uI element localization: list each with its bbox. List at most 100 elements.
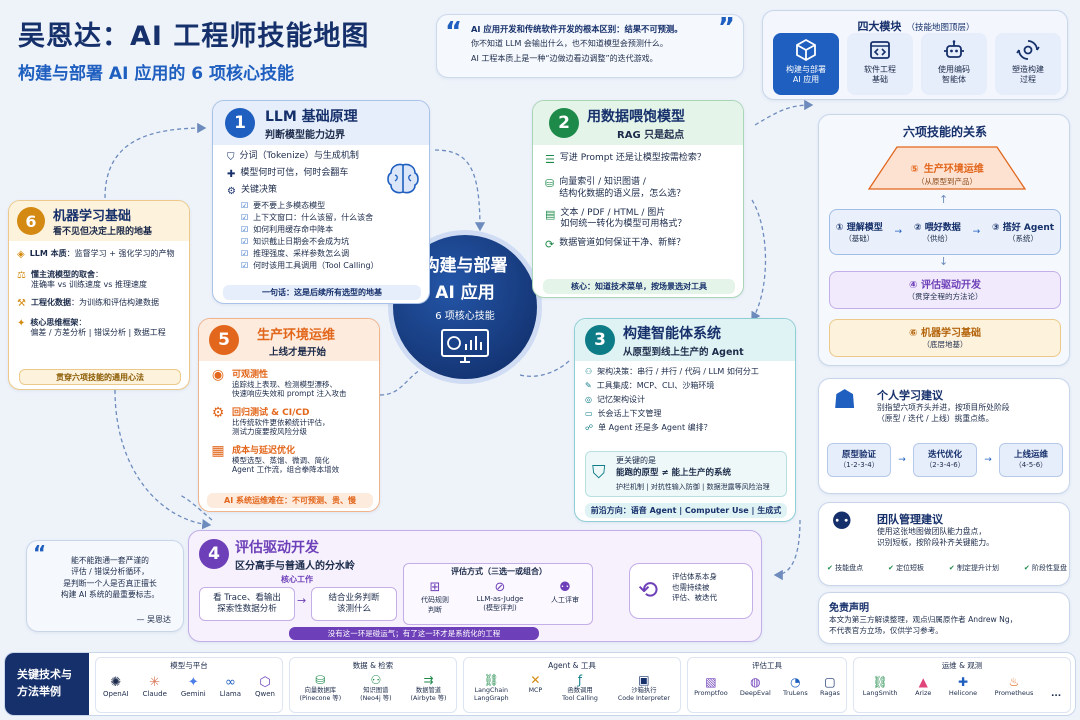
arrow-up-icon: ↑ — [939, 193, 949, 206]
tool-llama[interactable]: ∞Llama — [220, 675, 241, 698]
stage-label: 原型验证 — [841, 450, 876, 460]
tool-openai[interactable]: ✺OpenAI — [103, 675, 129, 698]
arize-logo-icon: ▲ — [918, 675, 928, 689]
memory-icon: ◎ — [585, 395, 592, 404]
regression-test-icon: ⚙ — [211, 404, 225, 421]
tool-name: Prometheus — [994, 689, 1034, 697]
tools-group-data: 数据 & 检索 ⛁向量数据库 (Pinecone 等) ⚇知识图谱 (Neo4j… — [289, 657, 457, 713]
rel-mid-num: ① — [835, 223, 844, 233]
rel-mid-row: ① 理解模型（基础） → ② 喂好数据（供给） → ③ 搭好 Agent（系统） — [829, 209, 1061, 255]
document-icon: ▤ — [545, 207, 556, 221]
helicone-logo-icon: ✚ — [957, 675, 969, 689]
tools-bar: 关键技术与 方法举例 模型与平台 ✺OpenAI ✳Claude ✦Gemini… — [4, 652, 1076, 716]
tool-name: 函数调用 Tool Calling — [562, 687, 598, 702]
tools-group-ops: 运维 & 观测 ⛓LangSmith ▲Arize ✚Helicone ♨Pro… — [853, 657, 1071, 713]
code-rule-icon: ⊞ — [429, 580, 441, 595]
top-quote-card: “ ” AI 应用开发和传统软件开发的根本区别：结果不可预测。 你不知道 LLM… — [436, 14, 744, 78]
tool-name: ... — [1050, 689, 1062, 699]
tool-promptfoo[interactable]: ▧Promptfoo — [694, 675, 728, 697]
rel-base-label: 机器学习基础 — [920, 328, 981, 339]
skill-2-item: 写进 Prompt 还是让模型按需检索？ — [559, 153, 706, 163]
module-coding-agent[interactable]: 使用编码 智能体 — [921, 33, 987, 95]
rel-top-sub: （从原型到产品） — [917, 177, 977, 186]
function-icon: ƒ — [577, 673, 583, 687]
skill-2-item: 向量索引 / 知识图谱 / 结构化数据的语义层，怎么选？ — [559, 177, 686, 199]
skill-1-item: 分词（Tokenize）与生成机制 — [239, 151, 359, 161]
relations-title: 六项技能的关系 — [902, 125, 987, 139]
tool-prometheus[interactable]: ♨Prometheus — [995, 675, 1034, 699]
tool-name: TruLens — [782, 689, 808, 697]
rel-top-num: ⑤ — [910, 164, 919, 175]
tool-langsmith[interactable]: ⛓LangSmith — [863, 675, 898, 699]
tool-deepeval[interactable]: ◍DeepEval — [740, 675, 771, 697]
quote-close-icon: ” — [717, 14, 735, 43]
personal-title: 个人学习建议 — [877, 389, 943, 402]
skill-2-footer: 核心：知道技术菜单，按场景选对工具 — [543, 279, 735, 294]
stage-iterate: 迭代优化（2-3-4-6） — [912, 443, 977, 477]
modules-panel: 四大模块 （技能地图顶层） 构建与部署 AI 应用 软件工程 基础 使用编码 智… — [762, 10, 1068, 100]
skill-3-key-box: ⛉ 更关键的是 能跑的原型 ≠ 能上生产的系统 护栏机制 | 对抗性输入防御 |… — [585, 451, 787, 497]
deepeval-logo-icon: ◍ — [750, 675, 761, 689]
skill-3-item: 长会话上下文管理 — [597, 409, 662, 418]
center-hub: 构建与部署 AI 应用 6 项核心技能 — [388, 230, 542, 384]
disclaimer-panel: 免责声明 本文为第三方解读整理，观点归属原作者 Andrew Ng， 不代表官方… — [818, 592, 1070, 644]
skill-3-item: 记忆架构设计 — [596, 395, 645, 404]
center-title-2: AI 应用 — [435, 282, 495, 303]
skill-1-check: 知识截止日期会不会成为坑 — [253, 237, 350, 246]
monitor-chart-icon — [441, 328, 489, 363]
skill-4-footer: 没有这一环是碰运气；有了这一环才是系统化的工程 — [289, 627, 539, 640]
tool-code-interpreter[interactable]: ▣沙箱执行 Code Interpreter — [618, 673, 670, 702]
skill-3-item: 工具集成：MCP、CLI、沙箱环境 — [596, 381, 715, 390]
tool-knowledge-graph[interactable]: ⚇知识图谱 (Neo4j 等) — [360, 673, 391, 702]
terminal-icon: ▣ — [638, 673, 650, 687]
robot-icon — [944, 40, 964, 58]
tool-claude[interactable]: ✳Claude — [143, 675, 167, 698]
tool-ragas[interactable]: ▢Ragas — [820, 675, 840, 697]
skill-5-title: 生产环境运维 — [257, 328, 336, 343]
skill-4-core-item: 看 Trace、看输出 探索性数据分析 — [199, 587, 295, 621]
rel-eval-label: 评估驱动开发 — [920, 280, 981, 291]
skill-3-item: 单 Agent 还是多 Agent 编排？ — [598, 423, 712, 432]
team-check: 制定提升计划 — [957, 564, 1000, 572]
tool-mcp[interactable]: ✕MCP — [529, 673, 543, 702]
tool-name: 沙箱执行 Code Interpreter — [617, 687, 670, 702]
tool-vector-db[interactable]: ⛁向量数据库 (Pinecone 等) — [299, 673, 341, 702]
arrow-right-icon: → — [984, 455, 992, 465]
team-check: 定位短板 — [896, 564, 925, 572]
brain-icon — [387, 163, 419, 194]
tool-name: Llama — [219, 690, 242, 698]
tool-trulens[interactable]: ◔TruLens — [783, 675, 808, 697]
tool-name: Claude — [142, 690, 167, 698]
tool-arize[interactable]: ▲Arize — [915, 675, 931, 699]
stage-launch: 上线运维（4-5-6） — [998, 443, 1063, 477]
quote-line-2: 你不知道 LLM 会输出什么，也不知道模型会预测什么。 — [471, 39, 668, 49]
skill-2-number: 2 — [549, 108, 579, 138]
shield-icon: ⛉ — [227, 152, 235, 163]
arrow-right-icon: → — [894, 227, 903, 237]
tool-qwen[interactable]: ⬡Qwen — [255, 675, 275, 698]
tools-group-title: 评估工具 — [752, 661, 782, 670]
module-shape-process[interactable]: 塑造构建 过程 — [995, 33, 1061, 95]
skill-1-title: LLM 基础原理 — [265, 109, 358, 125]
rel-base-box: ⑥ 机器学习基础 （底层地基） — [829, 319, 1061, 357]
skill-2-title: 用数据喂饱模型 — [587, 109, 685, 125]
tool-langchain[interactable]: ⛓LangChain LangGraph — [474, 673, 509, 702]
disclaimer-text: 本文为第三方解读整理，观点归属原作者 Andrew Ng， 不代表官方立场，仅供… — [829, 615, 1018, 635]
monitor-eye-icon: ◉ — [211, 367, 225, 383]
module-build-deploy[interactable]: 构建与部署 AI 应用 — [773, 33, 839, 95]
arrow-right-icon: → — [898, 455, 906, 465]
stage-sub: （2-3-4-6） — [925, 461, 965, 469]
tool-name: 知识图谱 (Neo4j 等) — [360, 687, 392, 702]
gear-cycle-icon — [1016, 40, 1040, 60]
team-icon: ⚉ — [831, 507, 853, 535]
tool-gemini[interactable]: ✦Gemini — [181, 675, 206, 698]
tool-helicone[interactable]: ✚Helicone — [949, 675, 977, 699]
tool-data-pipeline[interactable]: ⇉数据管道 (Airbyte 等) — [411, 673, 447, 702]
skill-6-item-title: 核心思维框架 — [30, 318, 79, 327]
people-icon: ⚉ — [559, 580, 571, 595]
module-software-eng[interactable]: 软件工程 基础 — [847, 33, 913, 95]
skill-4-number: 4 — [199, 539, 229, 569]
tool-more[interactable]: ... — [1051, 675, 1061, 699]
